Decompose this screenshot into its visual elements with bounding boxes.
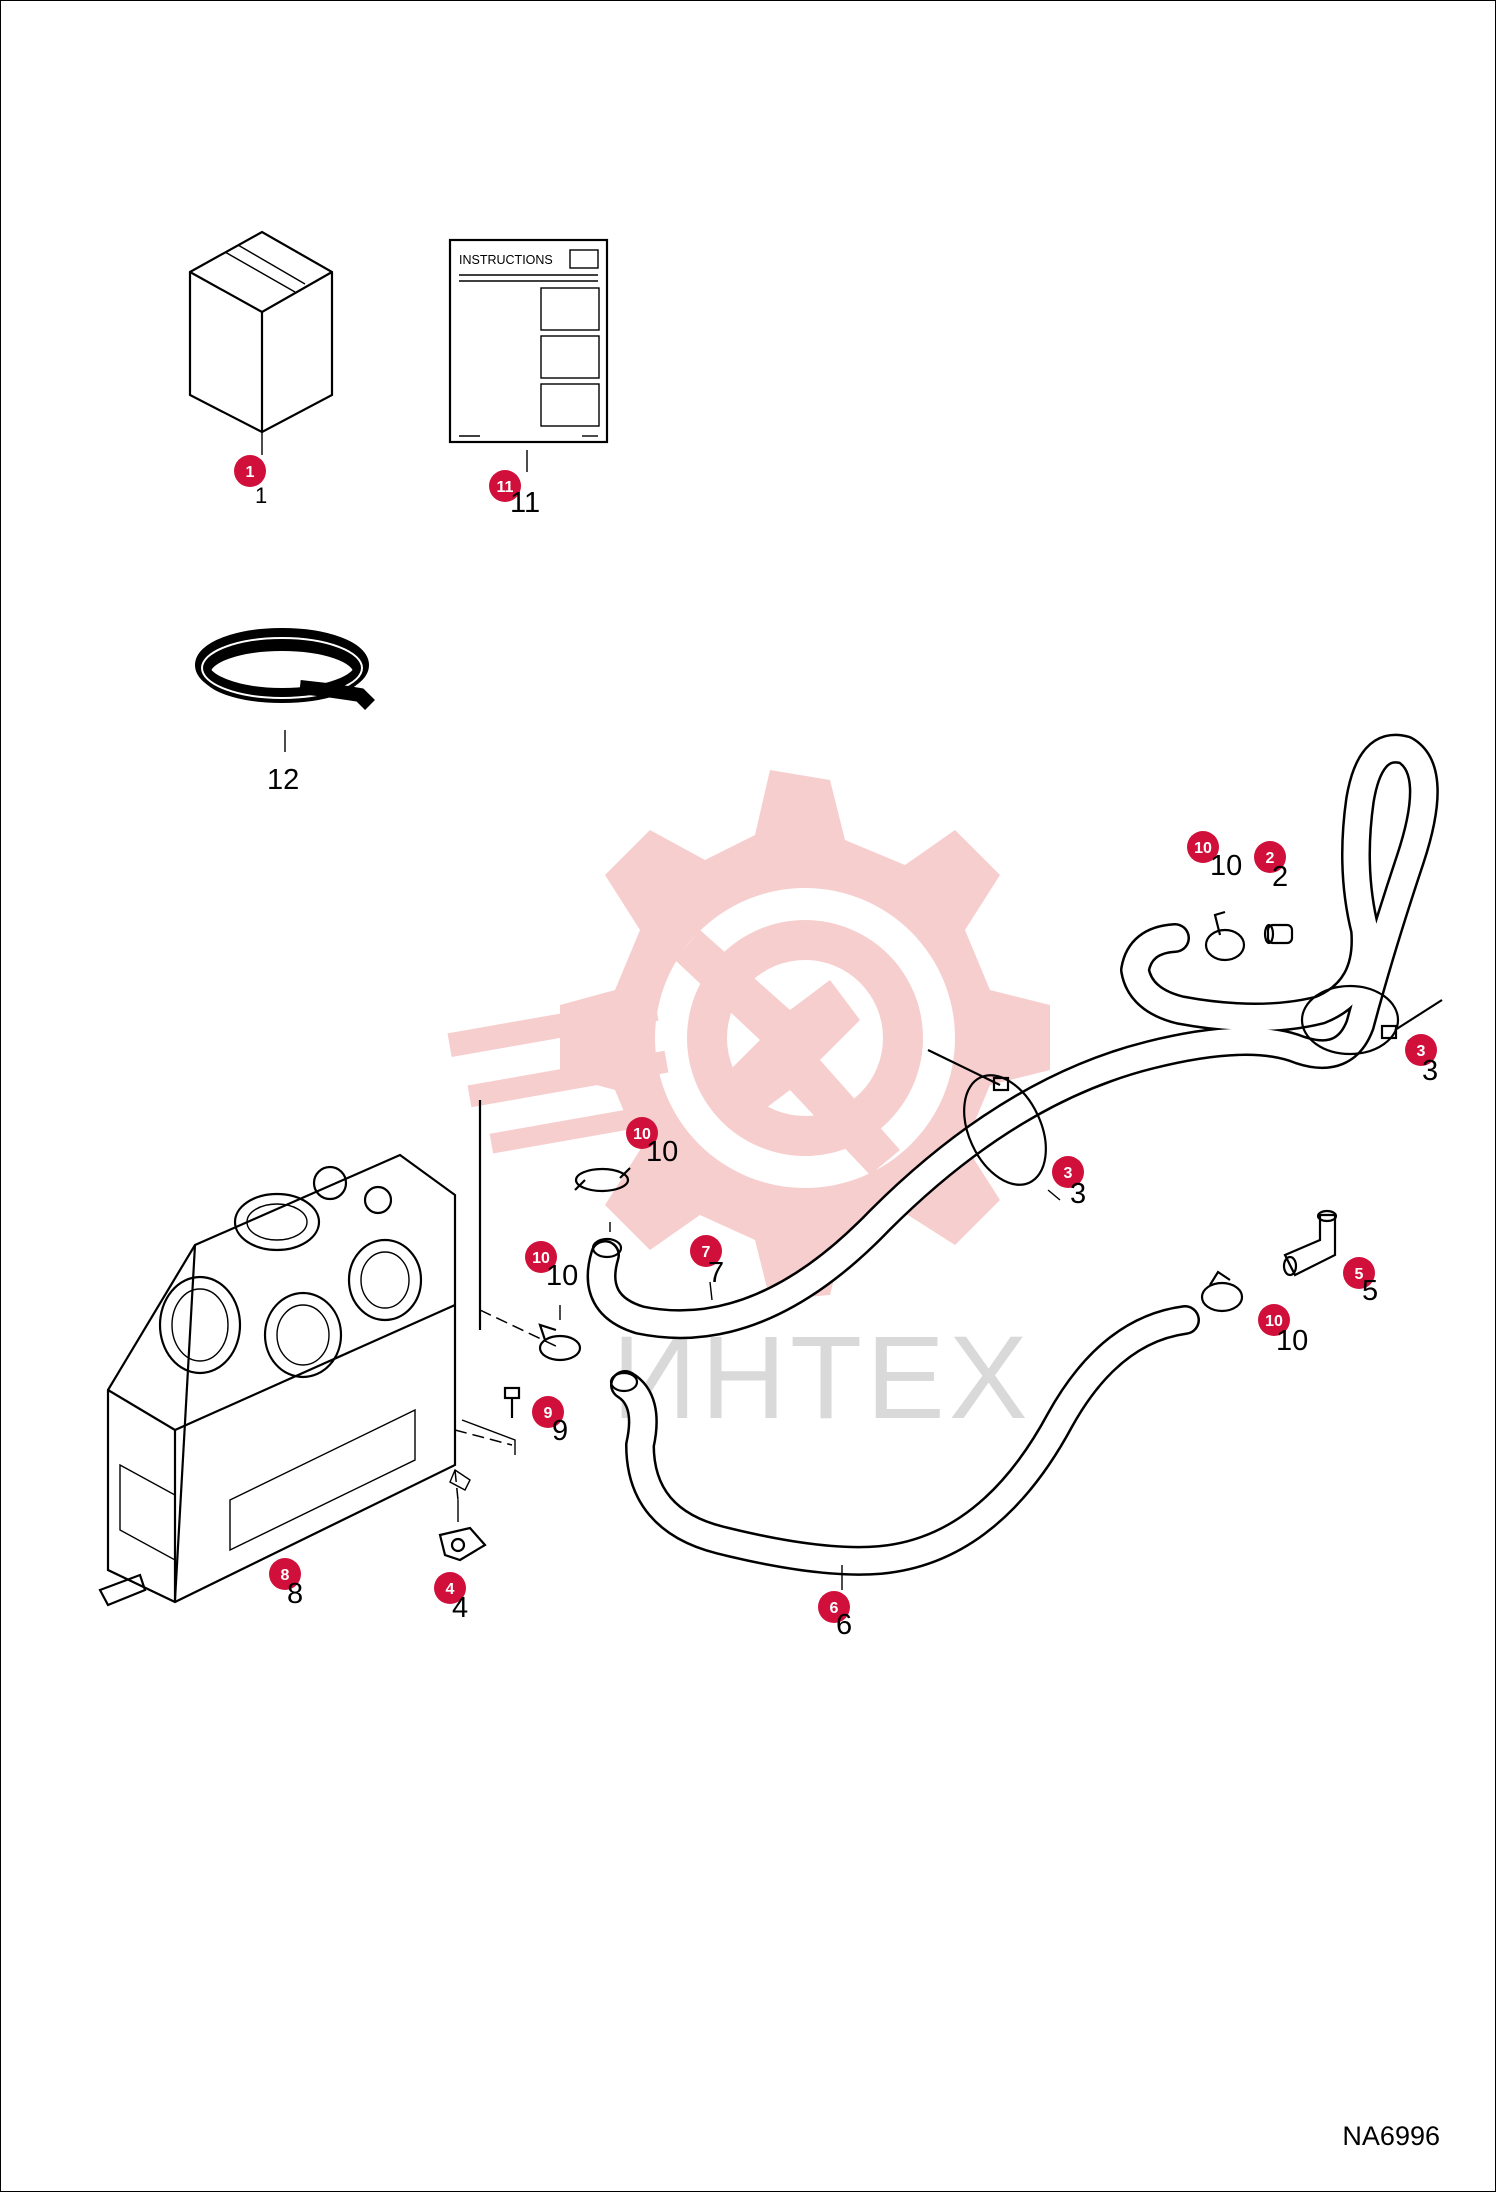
callout-badge: 3 xyxy=(1417,1043,1426,1060)
hose-clamp-3 xyxy=(1204,910,1246,962)
callout-part-2: 2 2 xyxy=(1254,841,1288,893)
fitting-2 xyxy=(1263,923,1294,945)
callout-badge: 6 xyxy=(830,1600,839,1617)
hose-6 xyxy=(609,1305,1200,1576)
heater-unit xyxy=(98,1100,482,1607)
hose-clamp-2 xyxy=(538,1305,582,1362)
callout-part-12: 12 xyxy=(267,764,299,796)
callout-label: 2 xyxy=(1272,861,1288,893)
instructions-title: INSTRUCTIONS xyxy=(459,253,553,267)
callout-label: 9 xyxy=(552,1415,568,1447)
callout-badge: 10 xyxy=(1265,1313,1283,1330)
callout-label: 6 xyxy=(836,1609,852,1641)
callout-label: 5 xyxy=(1362,1275,1378,1307)
watermark-logo xyxy=(447,770,1050,1300)
callout-label: 11 xyxy=(510,487,540,519)
callout-label: 10 xyxy=(1276,1325,1308,1357)
cable-tie-1 xyxy=(927,1049,1047,1186)
part-coiled-hose xyxy=(195,628,375,752)
hose-7 xyxy=(586,733,1439,1340)
callout-label: 7 xyxy=(708,1257,724,1289)
callout-badge: 1 xyxy=(246,464,255,481)
part-instructions-sheet: INSTRUCTIONS xyxy=(448,238,609,472)
hose-clamp-1 xyxy=(574,1167,631,1232)
callout-badge: 7 xyxy=(702,1244,711,1261)
callout-label: 8 xyxy=(287,1578,303,1610)
callout-badge: 10 xyxy=(1194,840,1212,857)
part-box-illustration xyxy=(188,230,334,455)
callout-badge: 10 xyxy=(532,1250,550,1267)
callout-part-8: 8 8 xyxy=(269,1558,303,1610)
callout-label: 4 xyxy=(452,1592,468,1624)
cable-tie-2 xyxy=(1300,984,1443,1056)
callout-badge: 3 xyxy=(1064,1165,1073,1182)
callout-part-10-top: 10 10 xyxy=(1187,831,1242,882)
callout-badge: 5 xyxy=(1355,1266,1364,1283)
callout-label: 3 xyxy=(1070,1178,1086,1210)
callout-badge: 4 xyxy=(446,1581,455,1598)
fitting-5-elbow xyxy=(1282,1209,1338,1277)
callout-part-9: 9 9 xyxy=(532,1396,568,1447)
callout-part-1: 1 1 xyxy=(234,455,267,508)
callout-part-10-left: 10 10 xyxy=(626,1117,678,1168)
callout-badge: 11 xyxy=(497,479,514,496)
callout-label: 1 xyxy=(255,483,267,508)
callout-part-3-right: 3 3 xyxy=(1405,1034,1438,1087)
callout-badge: 10 xyxy=(633,1126,651,1143)
callout-label: 10 xyxy=(546,1260,578,1292)
callout-part-11: 11 11 xyxy=(489,470,540,519)
callout-label: 3 xyxy=(1422,1055,1438,1087)
callout-label: 12 xyxy=(267,764,299,796)
callout-part-4: 4 4 xyxy=(434,1572,468,1624)
bolt-9 xyxy=(461,1386,521,1455)
nut-4 xyxy=(438,1500,487,1562)
callout-part-6: 6 6 xyxy=(818,1591,852,1641)
callout-badge: 2 xyxy=(1266,850,1275,867)
callout-label: 10 xyxy=(1210,850,1242,882)
callout-badge: 9 xyxy=(544,1405,553,1422)
hose-clamp-4 xyxy=(1200,1270,1244,1313)
callout-label: 10 xyxy=(646,1136,678,1168)
callout-part-7: 7 7 xyxy=(690,1235,724,1289)
callout-part-3-center: 3 3 xyxy=(1052,1156,1086,1210)
callout-badge: 8 xyxy=(281,1567,290,1584)
callout-part-5: 5 5 xyxy=(1343,1257,1378,1307)
callout-part-10-right: 10 10 xyxy=(1258,1304,1308,1357)
callout-part-10-mid: 10 10 xyxy=(525,1241,578,1292)
figure-reference-code: NA6996 xyxy=(1342,2121,1440,2151)
